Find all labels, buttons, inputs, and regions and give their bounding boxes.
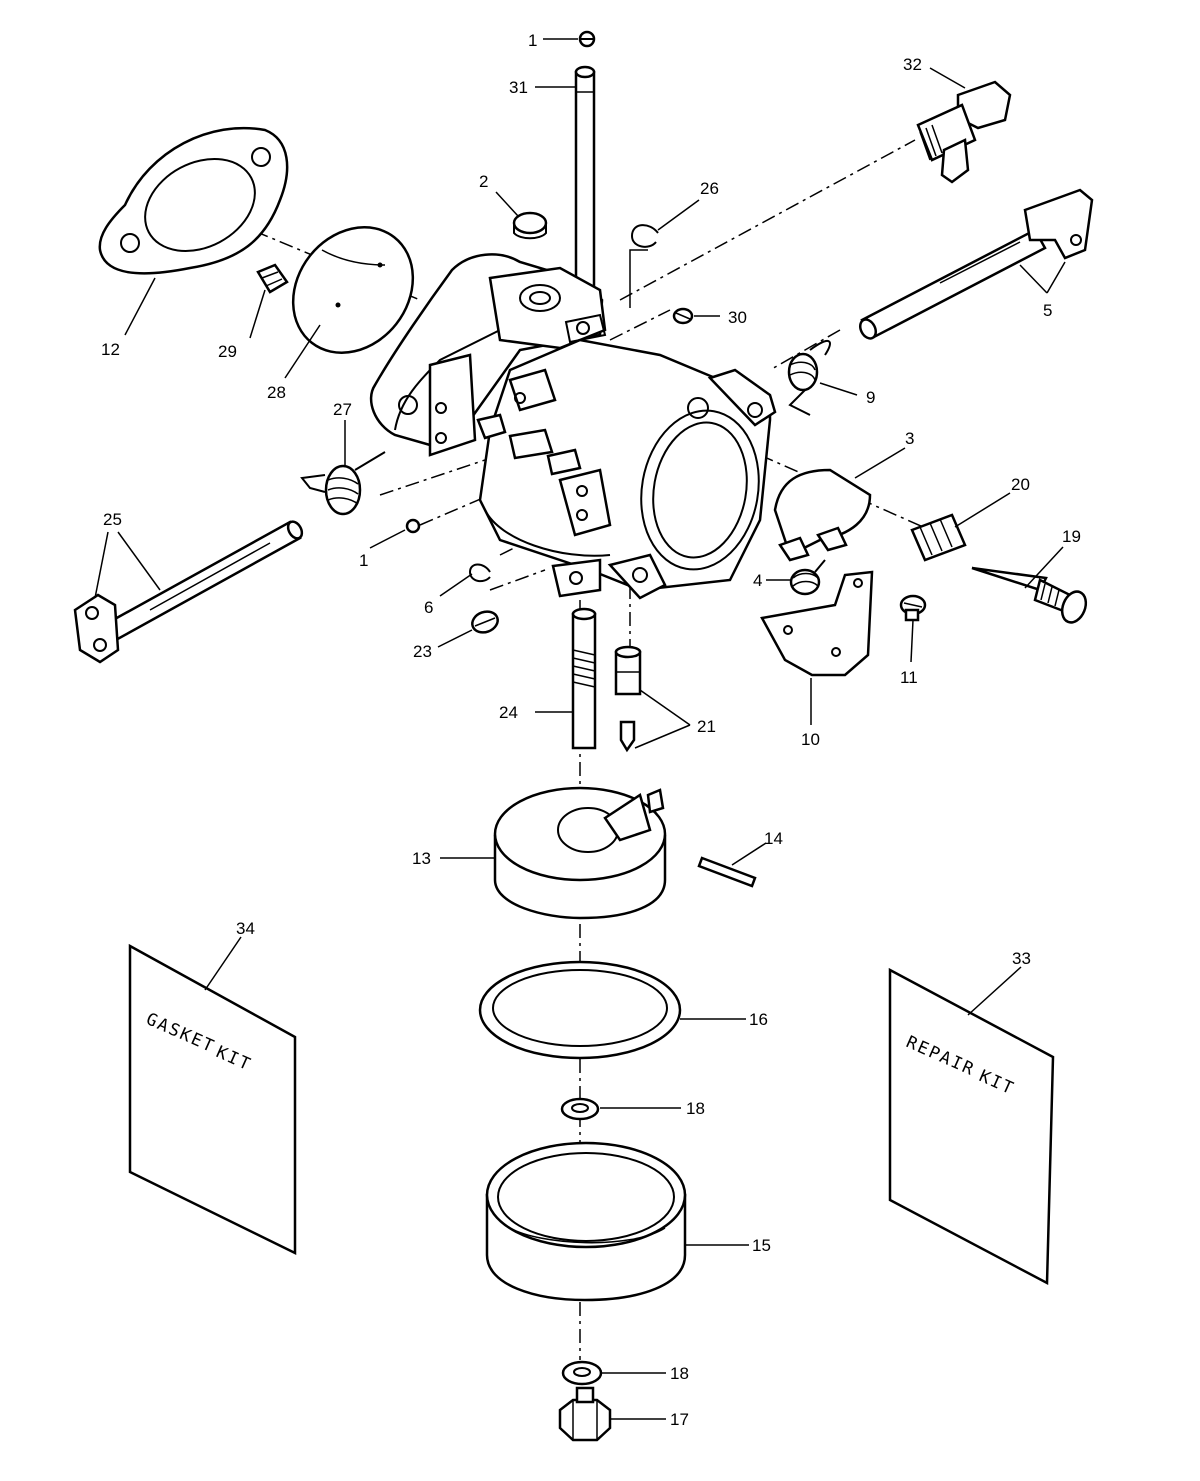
part-31-tube <box>574 65 596 304</box>
part-26-clip <box>630 224 659 248</box>
callout-11: 11 <box>900 668 918 687</box>
part-19-needle <box>971 566 1088 624</box>
callout-15: 15 <box>752 1236 771 1255</box>
part-21-needle-seat <box>614 645 642 753</box>
part-1-plug-lower <box>405 518 421 534</box>
callout-17: 17 <box>670 1410 689 1429</box>
part-25-choke-shaft <box>73 520 304 664</box>
part-11-screw <box>899 594 927 622</box>
callout-1-top: 1 <box>528 31 537 50</box>
part-30-screw <box>672 307 694 325</box>
callout-29: 29 <box>218 342 237 361</box>
callout-2: 2 <box>479 172 488 191</box>
part-6-clip <box>468 563 491 583</box>
callout-25: 25 <box>103 510 122 529</box>
part-20-spring <box>910 513 967 562</box>
part-3-choke-plate <box>773 468 872 562</box>
leader-lines <box>94 38 1066 1420</box>
callout-24: 24 <box>499 703 518 722</box>
part-23-screw <box>471 610 499 634</box>
callout-28: 28 <box>267 383 286 402</box>
part-16-bowl-gasket <box>478 960 682 1060</box>
part-9-spring <box>787 340 831 416</box>
part-29-screw <box>256 263 289 294</box>
callout-10: 10 <box>801 730 820 749</box>
callout-14: 14 <box>764 829 783 848</box>
part-27-spring <box>300 451 386 516</box>
part-10-bracket <box>760 570 874 677</box>
callout-6: 6 <box>424 598 433 617</box>
part-13-float <box>493 786 667 920</box>
part-33-repair-kit: REPAIR KIT <box>888 967 1055 1286</box>
part-28-throttle-plate <box>291 226 415 354</box>
part-15-float-bowl <box>485 1141 687 1302</box>
callout-12: 12 <box>101 340 120 359</box>
callout-34: 34 <box>236 919 255 938</box>
callout-21: 21 <box>697 717 716 736</box>
callout-19: 19 <box>1062 527 1081 546</box>
part-5-throttle-shaft <box>858 188 1094 340</box>
part-4-spring <box>789 559 826 596</box>
part-18-washer-upper <box>560 1097 600 1121</box>
callout-16: 16 <box>749 1010 768 1029</box>
callout-18-upper: 18 <box>686 1099 705 1118</box>
part-34-gasket-kit: GASKET KIT <box>128 943 297 1256</box>
part-1-plug-top <box>578 30 596 48</box>
callout-13: 13 <box>412 849 431 868</box>
part-12-flange-gasket <box>98 126 289 275</box>
callout-3: 3 <box>905 429 914 448</box>
callout-1-lower: 1 <box>359 551 368 570</box>
callout-20: 20 <box>1011 475 1030 494</box>
callout-4: 4 <box>753 571 762 590</box>
part-carburetor-body <box>369 253 777 600</box>
callout-5: 5 <box>1043 301 1052 320</box>
callout-27: 27 <box>333 400 352 419</box>
part-32-fuel-elbow <box>916 80 1012 184</box>
part-18-washer-lower <box>561 1360 603 1386</box>
callout-18-lower: 18 <box>670 1364 689 1383</box>
part-17-nut <box>558 1386 612 1442</box>
callout-32: 32 <box>903 55 922 74</box>
callout-31: 31 <box>509 78 528 97</box>
callout-33: 33 <box>1012 949 1031 968</box>
part-24-main-jet <box>571 607 597 750</box>
callout-30: 30 <box>728 308 747 327</box>
part-2-cap <box>512 211 548 240</box>
callout-26: 26 <box>700 179 719 198</box>
part-14-pin <box>697 856 757 888</box>
callout-9: 9 <box>866 388 875 407</box>
callout-23: 23 <box>413 642 432 661</box>
callout-labels: 1 1 2 3 4 5 6 9 10 11 12 13 14 15 16 17 … <box>101 31 1081 1429</box>
